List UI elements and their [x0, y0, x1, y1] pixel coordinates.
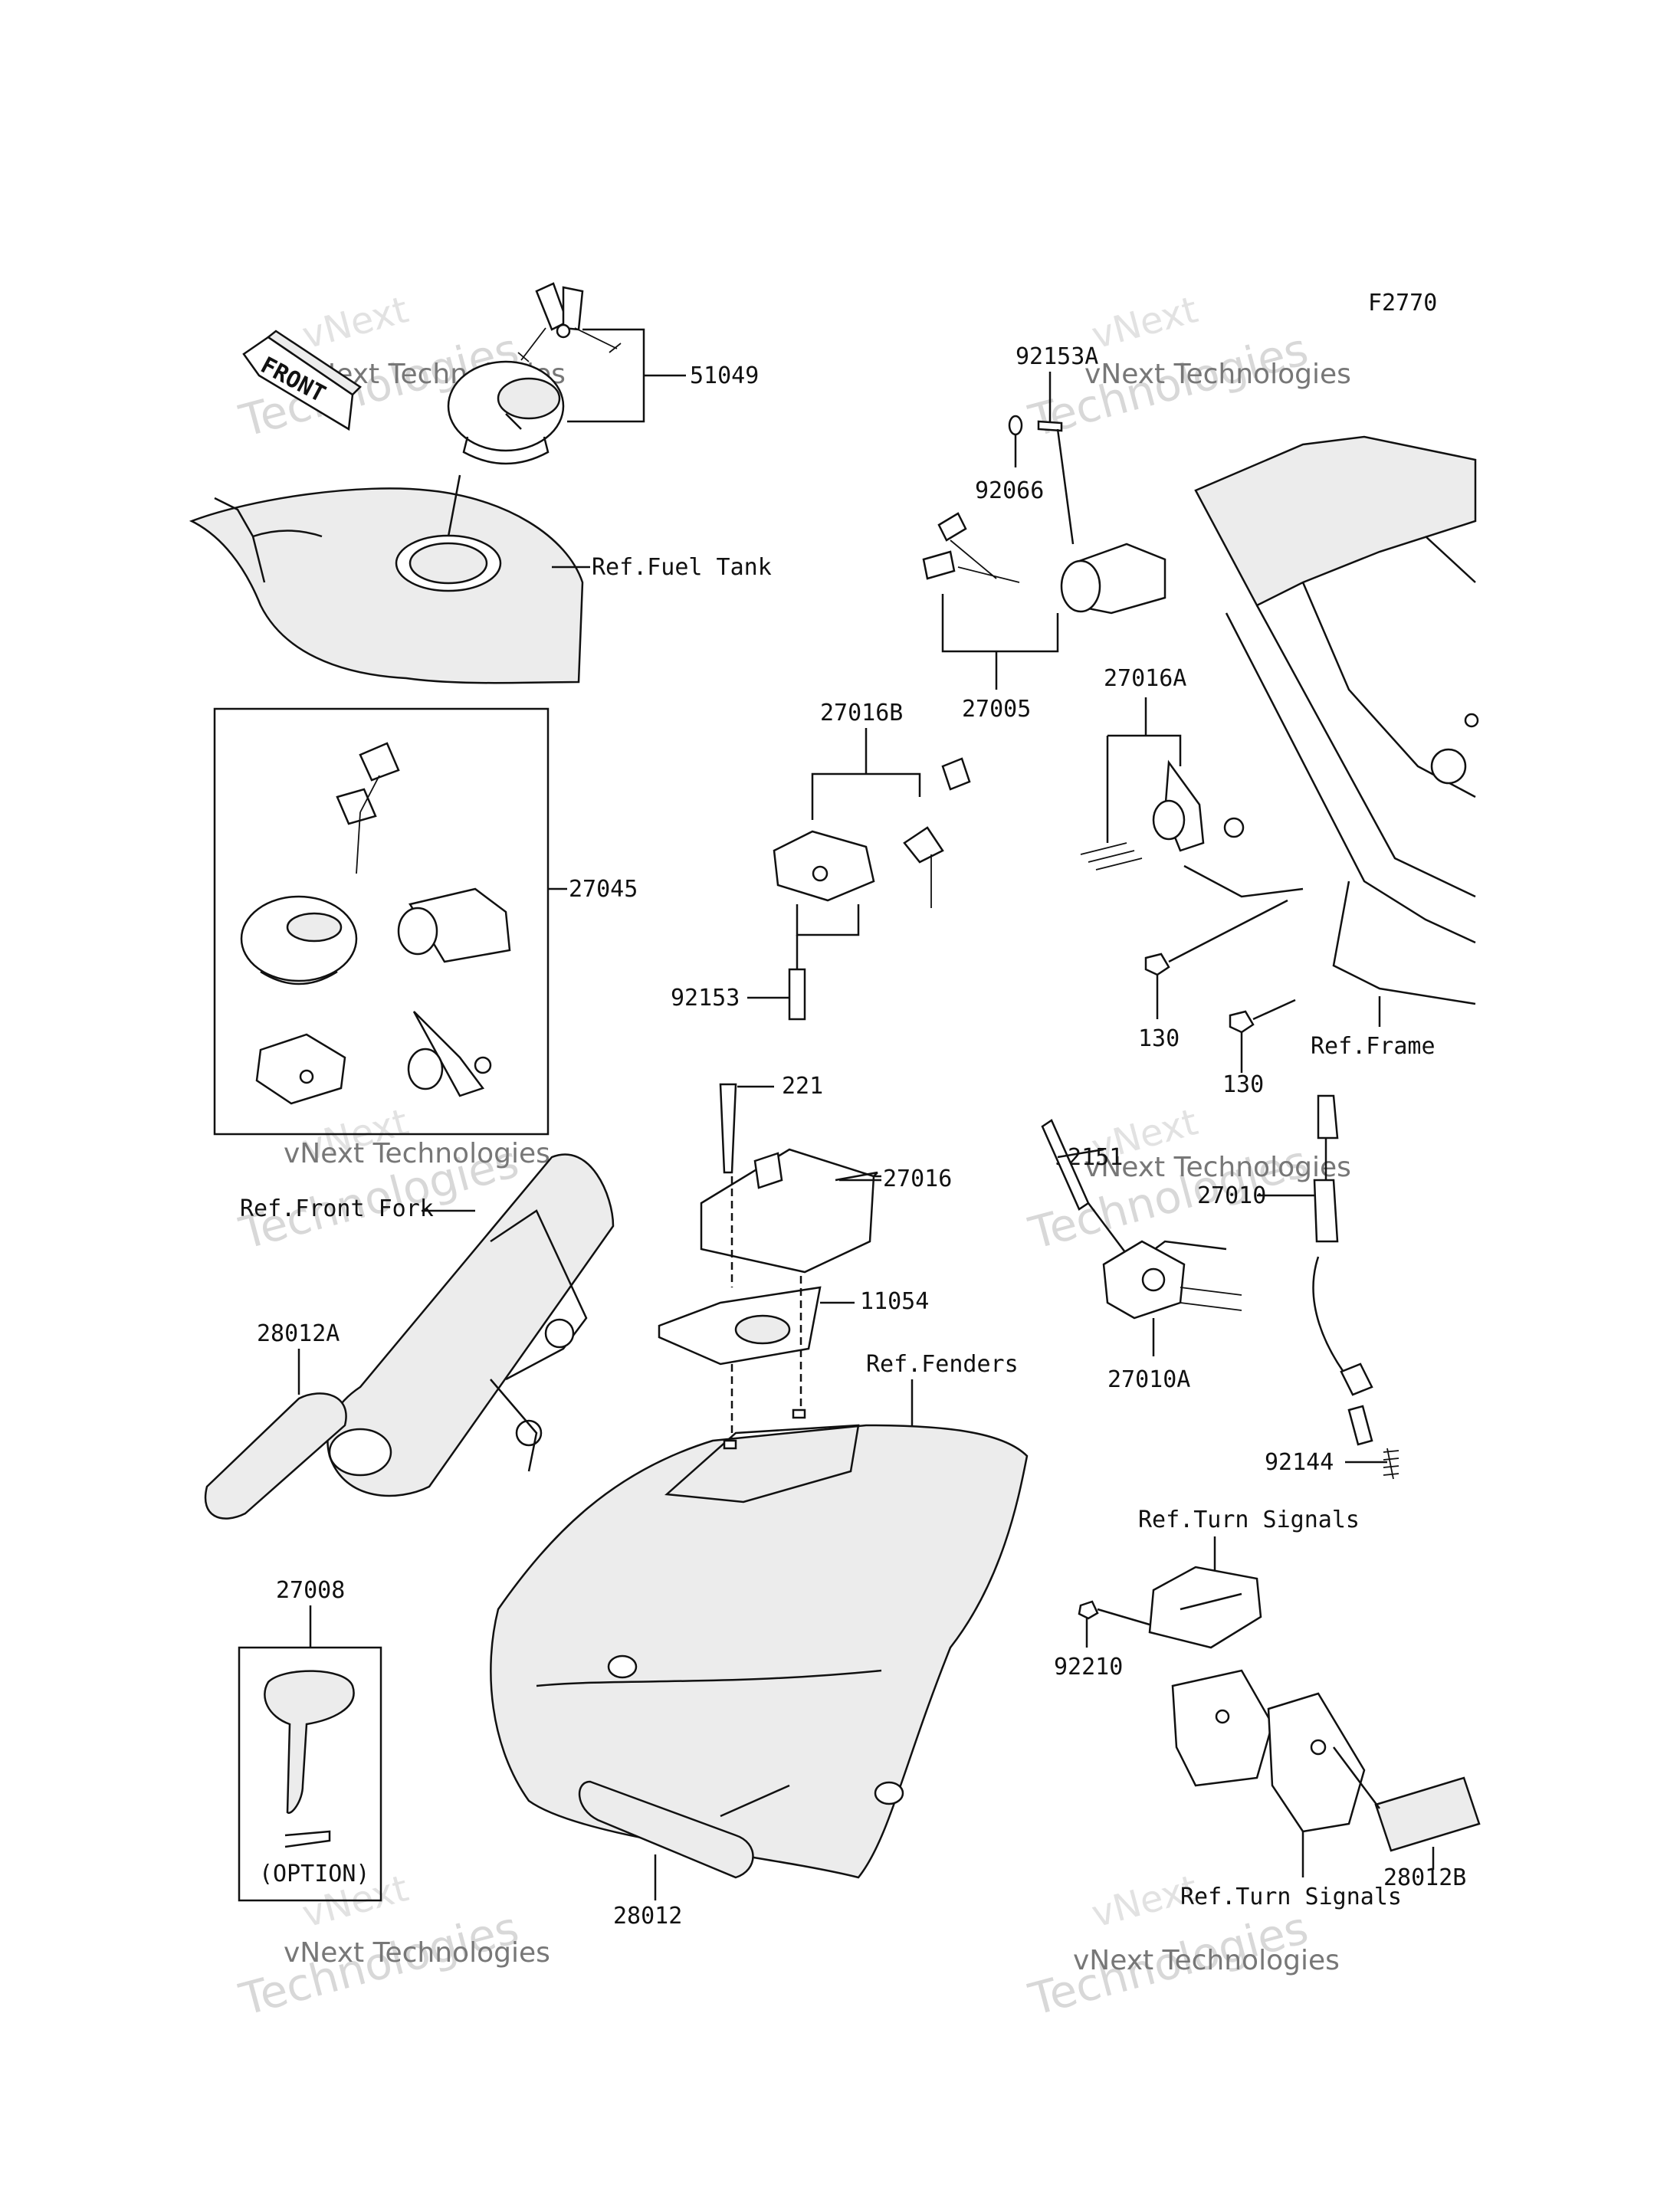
- front-arrow: FRONT: [242, 330, 362, 431]
- label-28012: 28012: [613, 1903, 682, 1930]
- reflector-28012a: 28012A: [204, 1320, 347, 1520]
- label-option: (OPTION): [259, 1861, 370, 1887]
- lock-set-kit-27045: 27045: [213, 707, 638, 1136]
- label-221: 221: [782, 1073, 823, 1100]
- label-ref-turn-signals-bottom: Ref.Turn Signals: [1180, 1884, 1402, 1910]
- label-92153a: 92153A: [1016, 343, 1098, 370]
- seat-lock-27016-assembly: 221 27016 11054: [658, 1073, 952, 1441]
- label-92210: 92210: [1054, 1654, 1123, 1681]
- label-92144: 92144: [1265, 1449, 1334, 1476]
- label-28012a: 28012A: [257, 1320, 340, 1347]
- switch-27010-group: 92151 27010 27010A 92144: [1041, 1094, 1399, 1480]
- label-11054: 11054: [860, 1288, 929, 1315]
- turn-signal-bracket: Ref.Turn Signals 92210 28012B Ref.Turn S…: [1054, 1507, 1481, 1910]
- label-27010a: 27010A: [1107, 1366, 1190, 1393]
- label-28012b: 28012B: [1383, 1864, 1466, 1891]
- svg-text:vNext: vNext: [1088, 288, 1203, 357]
- front-fork: Ref.Front Fork: [240, 1153, 615, 1497]
- fuel-cap-key-set: 51049: [447, 282, 759, 465]
- svg-text:vNext Technologies: vNext Technologies: [1084, 359, 1351, 390]
- label-130-b: 130: [1222, 1071, 1264, 1098]
- seat-lock-27016b: 27016B 92153: [671, 700, 971, 1021]
- label-27016b: 27016B: [820, 700, 903, 726]
- label-27008: 27008: [276, 1577, 345, 1604]
- bar-lock-27016a: 27016A: [1080, 665, 1304, 898]
- svg-text:vNext Technologies: vNext Technologies: [1084, 1152, 1351, 1183]
- svg-text:vNext Technologies: vNext Technologies: [284, 1138, 550, 1169]
- svg-text:vNext Technologies: vNext Technologies: [1073, 1945, 1340, 1976]
- label-27010: 27010: [1197, 1182, 1266, 1209]
- frame: Ref.Frame: [1194, 435, 1479, 1060]
- label-ref-front-fork: Ref.Front Fork: [240, 1195, 434, 1222]
- label-51049: 51049: [690, 362, 759, 389]
- svg-text:vNext: vNext: [298, 288, 413, 357]
- label-27016a: 27016A: [1104, 665, 1186, 692]
- fuel-tank: Ref.Fuel Tank: [189, 474, 772, 684]
- label-27005: 27005: [962, 696, 1031, 723]
- label-130-a: 130: [1138, 1025, 1180, 1052]
- rear-fender: Ref.Fenders: [490, 1351, 1029, 1879]
- watermark-bottom-left: vNext Technologies vNext Technologies: [234, 1867, 550, 2026]
- label-92153: 92153: [671, 985, 740, 1012]
- key-blank-27008-option: 27008 (OPTION): [238, 1577, 382, 1902]
- label-ref-turn-signals-top: Ref.Turn Signals: [1138, 1507, 1360, 1533]
- nut-130-b: 130: [1222, 998, 1296, 1098]
- label-92066: 92066: [975, 477, 1044, 504]
- reflector-28012: 28012: [578, 1780, 790, 1930]
- svg-text:vNext Technologies: vNext Technologies: [284, 1937, 550, 1969]
- label-27016: 27016: [883, 1166, 952, 1192]
- label-ref-fuel-tank: Ref.Fuel Tank: [592, 554, 772, 581]
- label-ref-fenders: Ref.Fenders: [866, 1351, 1019, 1378]
- figure-code: F2770: [1368, 290, 1437, 316]
- ignition-switch-group: 92153A 92066 27005: [922, 343, 1166, 723]
- label-27045: 27045: [569, 876, 638, 903]
- label-ref-frame: Ref.Frame: [1311, 1033, 1436, 1060]
- nut-130-a: 130: [1138, 899, 1288, 1052]
